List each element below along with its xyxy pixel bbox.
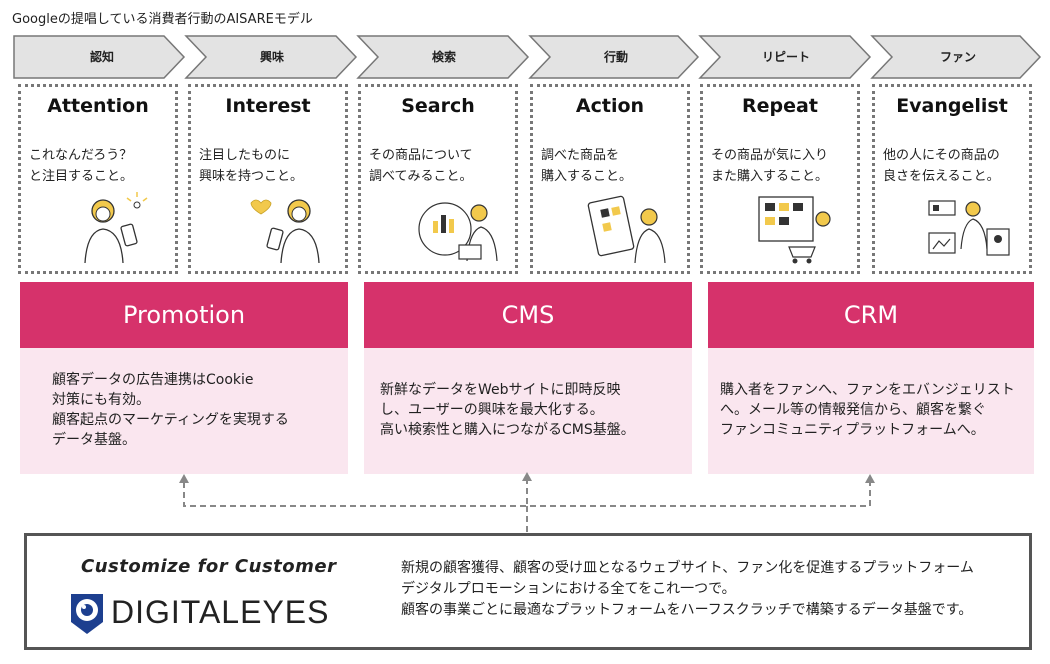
platform-box: Customize for Customer DIGITALEYES 新規の顧客… bbox=[24, 533, 1032, 650]
group-desc-crm: 購入者をファンへ、ファンをエバンジェリスト へ。メール等の情報発信から、顧客を繋… bbox=[708, 348, 1034, 474]
tagline-text: Customize for Customer bbox=[81, 556, 337, 577]
group-desc-cms: 新鮮なデータをWebサイトに即時反映 し、ユーザーの興味を最大化する。 高い検索… bbox=[364, 348, 692, 474]
person-buying-online-icon bbox=[587, 195, 666, 264]
stage-card-repeat: Repeat その商品が気に入り また購入すること。 bbox=[700, 84, 860, 274]
stage-desc: 他の人にその商品の 良さを伝えること。 bbox=[883, 148, 1000, 184]
stage-label-action: 行動 bbox=[603, 50, 628, 64]
person-noticing-phone-icon bbox=[84, 192, 148, 264]
dashed-connector bbox=[179, 472, 875, 534]
arrowhead-up-icon bbox=[179, 474, 189, 483]
stage-chevron-4 bbox=[528, 35, 700, 79]
chevron-arrows bbox=[13, 35, 1042, 79]
stage-label-attention: 認知 bbox=[89, 50, 114, 64]
group-band-promotion: Promotion bbox=[20, 282, 348, 348]
stage-card-search: Search その商品について 調べてみること。 bbox=[358, 84, 518, 274]
stage-chevron-3 bbox=[356, 35, 530, 79]
stage-chevron-6 bbox=[870, 35, 1042, 79]
stage-desc: その商品が気に入り また購入すること。 bbox=[711, 148, 829, 184]
arrowhead-up-icon bbox=[522, 472, 532, 481]
stage-card-evangelist: Evangelist 他の人にその商品の 良さを伝えること。 bbox=[872, 84, 1032, 274]
platform-desc: 新規の顧客獲得、顧客の受け皿となるウェブサイト、ファン化を促進するプラットフォー… bbox=[401, 560, 974, 618]
stage-card-interest: Interest 注目したものに 興味を持つこと。 bbox=[188, 84, 348, 274]
stage-desc: 注目したものに 興味を持つこと。 bbox=[199, 148, 304, 184]
stage-desc: その商品について 調べてみること。 bbox=[369, 148, 473, 184]
logo-eye-icon bbox=[71, 594, 103, 634]
stage-card-attention: Attention これなんだろう？ と注目すること。 bbox=[18, 84, 178, 274]
group-desc-text: 新鮮なデータをWebサイトに即時反映 し、ユーザーの興味を最大化する。 高い検索… bbox=[380, 382, 635, 438]
person-searching-laptop-icon bbox=[418, 202, 498, 262]
stage-chevron-5 bbox=[698, 35, 872, 79]
stage-chevron-2 bbox=[184, 35, 358, 79]
group-desc-promotion: 顧客データの広告連携はCookie 対策にも有効。 顧客起点のマーケティングを実… bbox=[20, 348, 348, 474]
stage-label-evangelist: ファン bbox=[939, 50, 976, 64]
person-heart-phone-icon bbox=[250, 199, 320, 264]
person-shopping-cart-icon bbox=[758, 196, 831, 264]
stage-title: Action bbox=[575, 95, 645, 117]
stage-label-repeat: リピート bbox=[761, 50, 810, 64]
stage-desc: これなんだろう？ と注目すること。 bbox=[29, 148, 134, 184]
arrowhead-up-icon bbox=[865, 474, 875, 483]
stage-arrow-row: 認知 興味 検索 行動 リピート ファン bbox=[12, 34, 1042, 80]
tagline: Customize for Customer bbox=[81, 556, 336, 577]
stage-title: Interest bbox=[225, 95, 311, 117]
diagram-title: Googleの提唱している消費者行動のAISAREモデル bbox=[12, 12, 313, 27]
stage-title: Attention bbox=[47, 95, 149, 117]
group-band-cms: CMS bbox=[364, 282, 692, 348]
group-desc-text: 購入者をファンへ、ファンをエバンジェリスト へ。メール等の情報発信から、顧客を繋… bbox=[720, 382, 1015, 438]
stage-title: Search bbox=[401, 95, 475, 117]
group-desc-text: 顧客データの広告連携はCookie 対策にも有効。 顧客起点のマーケティングを実… bbox=[52, 372, 289, 448]
stage-title: Repeat bbox=[742, 95, 818, 117]
logo-wordmark: DIGITALEYES bbox=[111, 594, 330, 630]
stage-title: Evangelist bbox=[896, 95, 1008, 117]
stage-label-interest: 興味 bbox=[259, 50, 284, 64]
stage-label-search: 検索 bbox=[431, 50, 456, 64]
stage-desc: 調べた商品を 購入すること。 bbox=[541, 148, 633, 184]
digitaleyes-logo: DIGITALEYES bbox=[67, 590, 367, 636]
group-band-crm: CRM bbox=[708, 282, 1034, 348]
stage-chevron-1 bbox=[13, 35, 186, 79]
stage-card-action: Action 調べた商品を 購入すること。 bbox=[530, 84, 690, 274]
person-sharing-icon bbox=[928, 200, 1010, 256]
